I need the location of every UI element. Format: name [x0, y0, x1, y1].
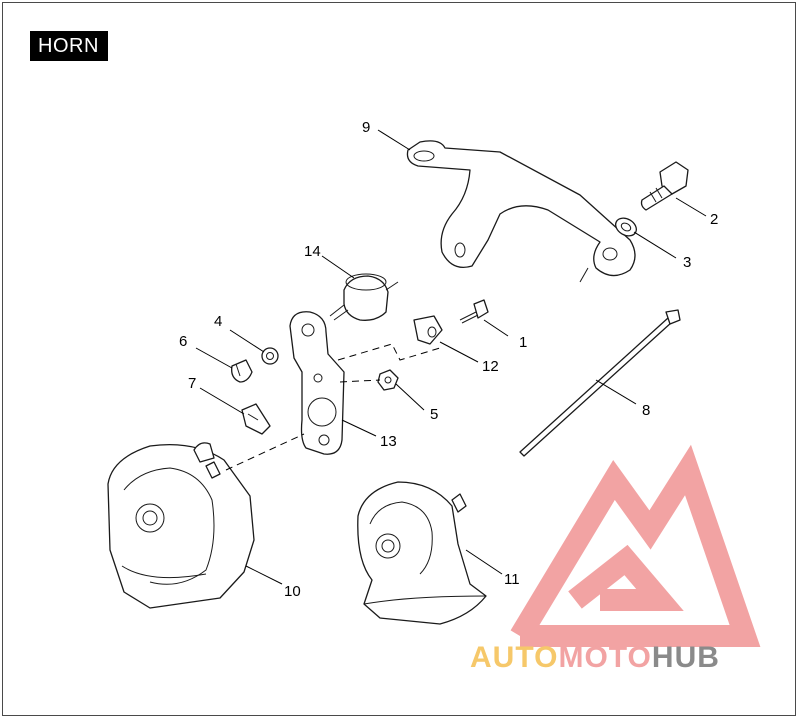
cable-tie-part-8	[519, 309, 681, 457]
washer-part-3	[615, 217, 637, 237]
horn-bracket-part-13	[289, 311, 345, 455]
callout-9: 9	[362, 119, 370, 136]
callout-13: 13	[380, 433, 397, 450]
callout-2: 2	[710, 211, 718, 228]
terminal-part-7	[241, 403, 271, 435]
leader-lines	[195, 129, 707, 585]
callout-1: 1	[519, 334, 527, 351]
callout-7: 7	[188, 375, 196, 392]
watermark-moto: MOTO	[558, 641, 651, 674]
assembly-lines	[225, 343, 441, 471]
callout-10: 10	[284, 583, 301, 600]
clip-part-12	[413, 315, 443, 345]
callout-11: 11	[504, 571, 520, 588]
page-title: HORN	[30, 31, 108, 61]
callout-8: 8	[642, 402, 650, 419]
washer-part-4	[261, 347, 279, 365]
callout-5: 5	[430, 406, 438, 423]
nut-part-5	[377, 369, 399, 391]
callout-14: 14	[304, 243, 321, 260]
watermark-auto: AUTO	[470, 641, 558, 674]
callout-12: 12	[482, 358, 499, 375]
cap-nut-part-6	[231, 359, 253, 383]
callout-6: 6	[179, 333, 187, 350]
rubber-mount-part-14	[329, 273, 399, 321]
bracket-part-9	[406, 140, 636, 283]
callout-3: 3	[683, 254, 691, 271]
horn-part-11	[357, 481, 487, 625]
horn-part-10	[107, 442, 255, 609]
watermark-text: AUTOMOTOHUB	[470, 641, 720, 674]
bolt-part-2	[640, 161, 689, 211]
callout-4: 4	[214, 313, 222, 330]
watermark-logo	[510, 444, 761, 647]
screw-part-1	[459, 299, 489, 324]
watermark-hub: HUB	[652, 641, 720, 674]
callout-labels: 1 2 3 4 5 6 7 8 9 10 11 12 13 14	[179, 119, 718, 600]
